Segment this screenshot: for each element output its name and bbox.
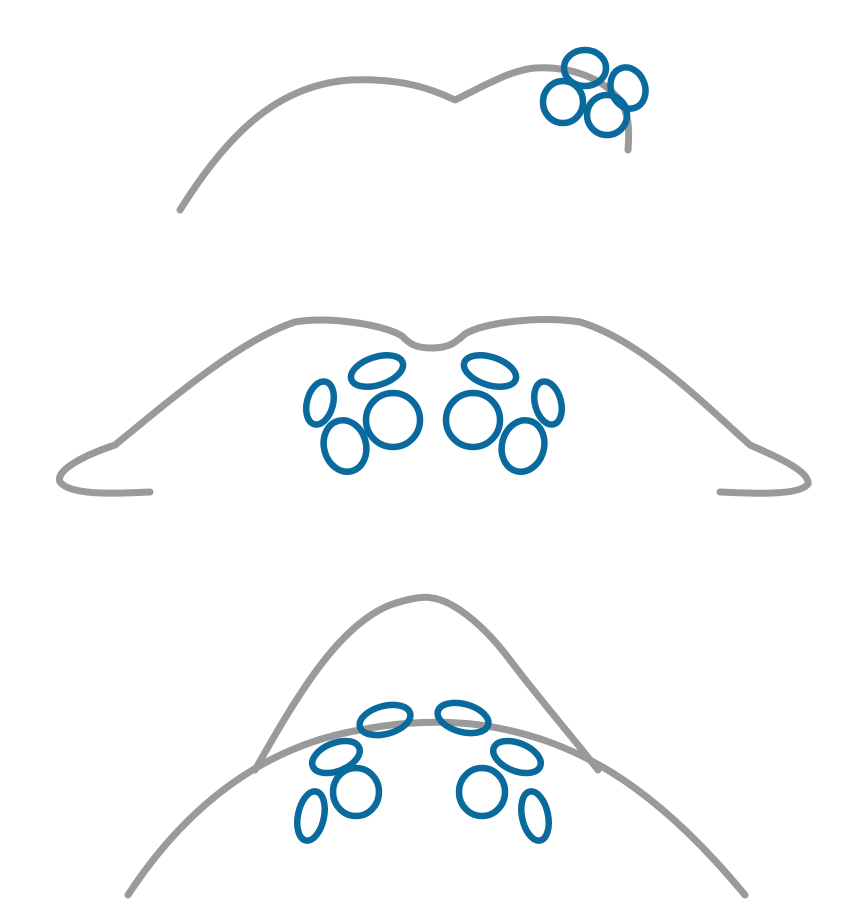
front-view-eye — [366, 393, 420, 447]
side-view — [180, 50, 651, 210]
top-view-eye — [333, 768, 379, 816]
top-view-eye — [517, 789, 553, 843]
front-view-eye — [496, 415, 550, 476]
top-view — [128, 597, 745, 895]
side-view-eye — [543, 81, 583, 123]
top-view-eye — [356, 700, 413, 741]
front-view-eye — [347, 349, 407, 392]
side-view-eye-cluster — [543, 50, 651, 135]
front-view-eye — [446, 393, 500, 447]
side-view-eye — [587, 95, 627, 135]
top-view-eye — [293, 789, 329, 843]
top-view-body-outline — [128, 722, 745, 895]
front-view — [59, 320, 808, 494]
front-view-left-eye-group — [302, 349, 420, 476]
side-view-carapace-outline — [180, 68, 629, 210]
front-view-eye — [460, 349, 520, 392]
front-view-carapace-outline — [59, 320, 808, 494]
top-view-eye — [434, 698, 491, 739]
top-view-eye — [459, 768, 505, 816]
front-view-right-eye-group — [446, 349, 566, 476]
